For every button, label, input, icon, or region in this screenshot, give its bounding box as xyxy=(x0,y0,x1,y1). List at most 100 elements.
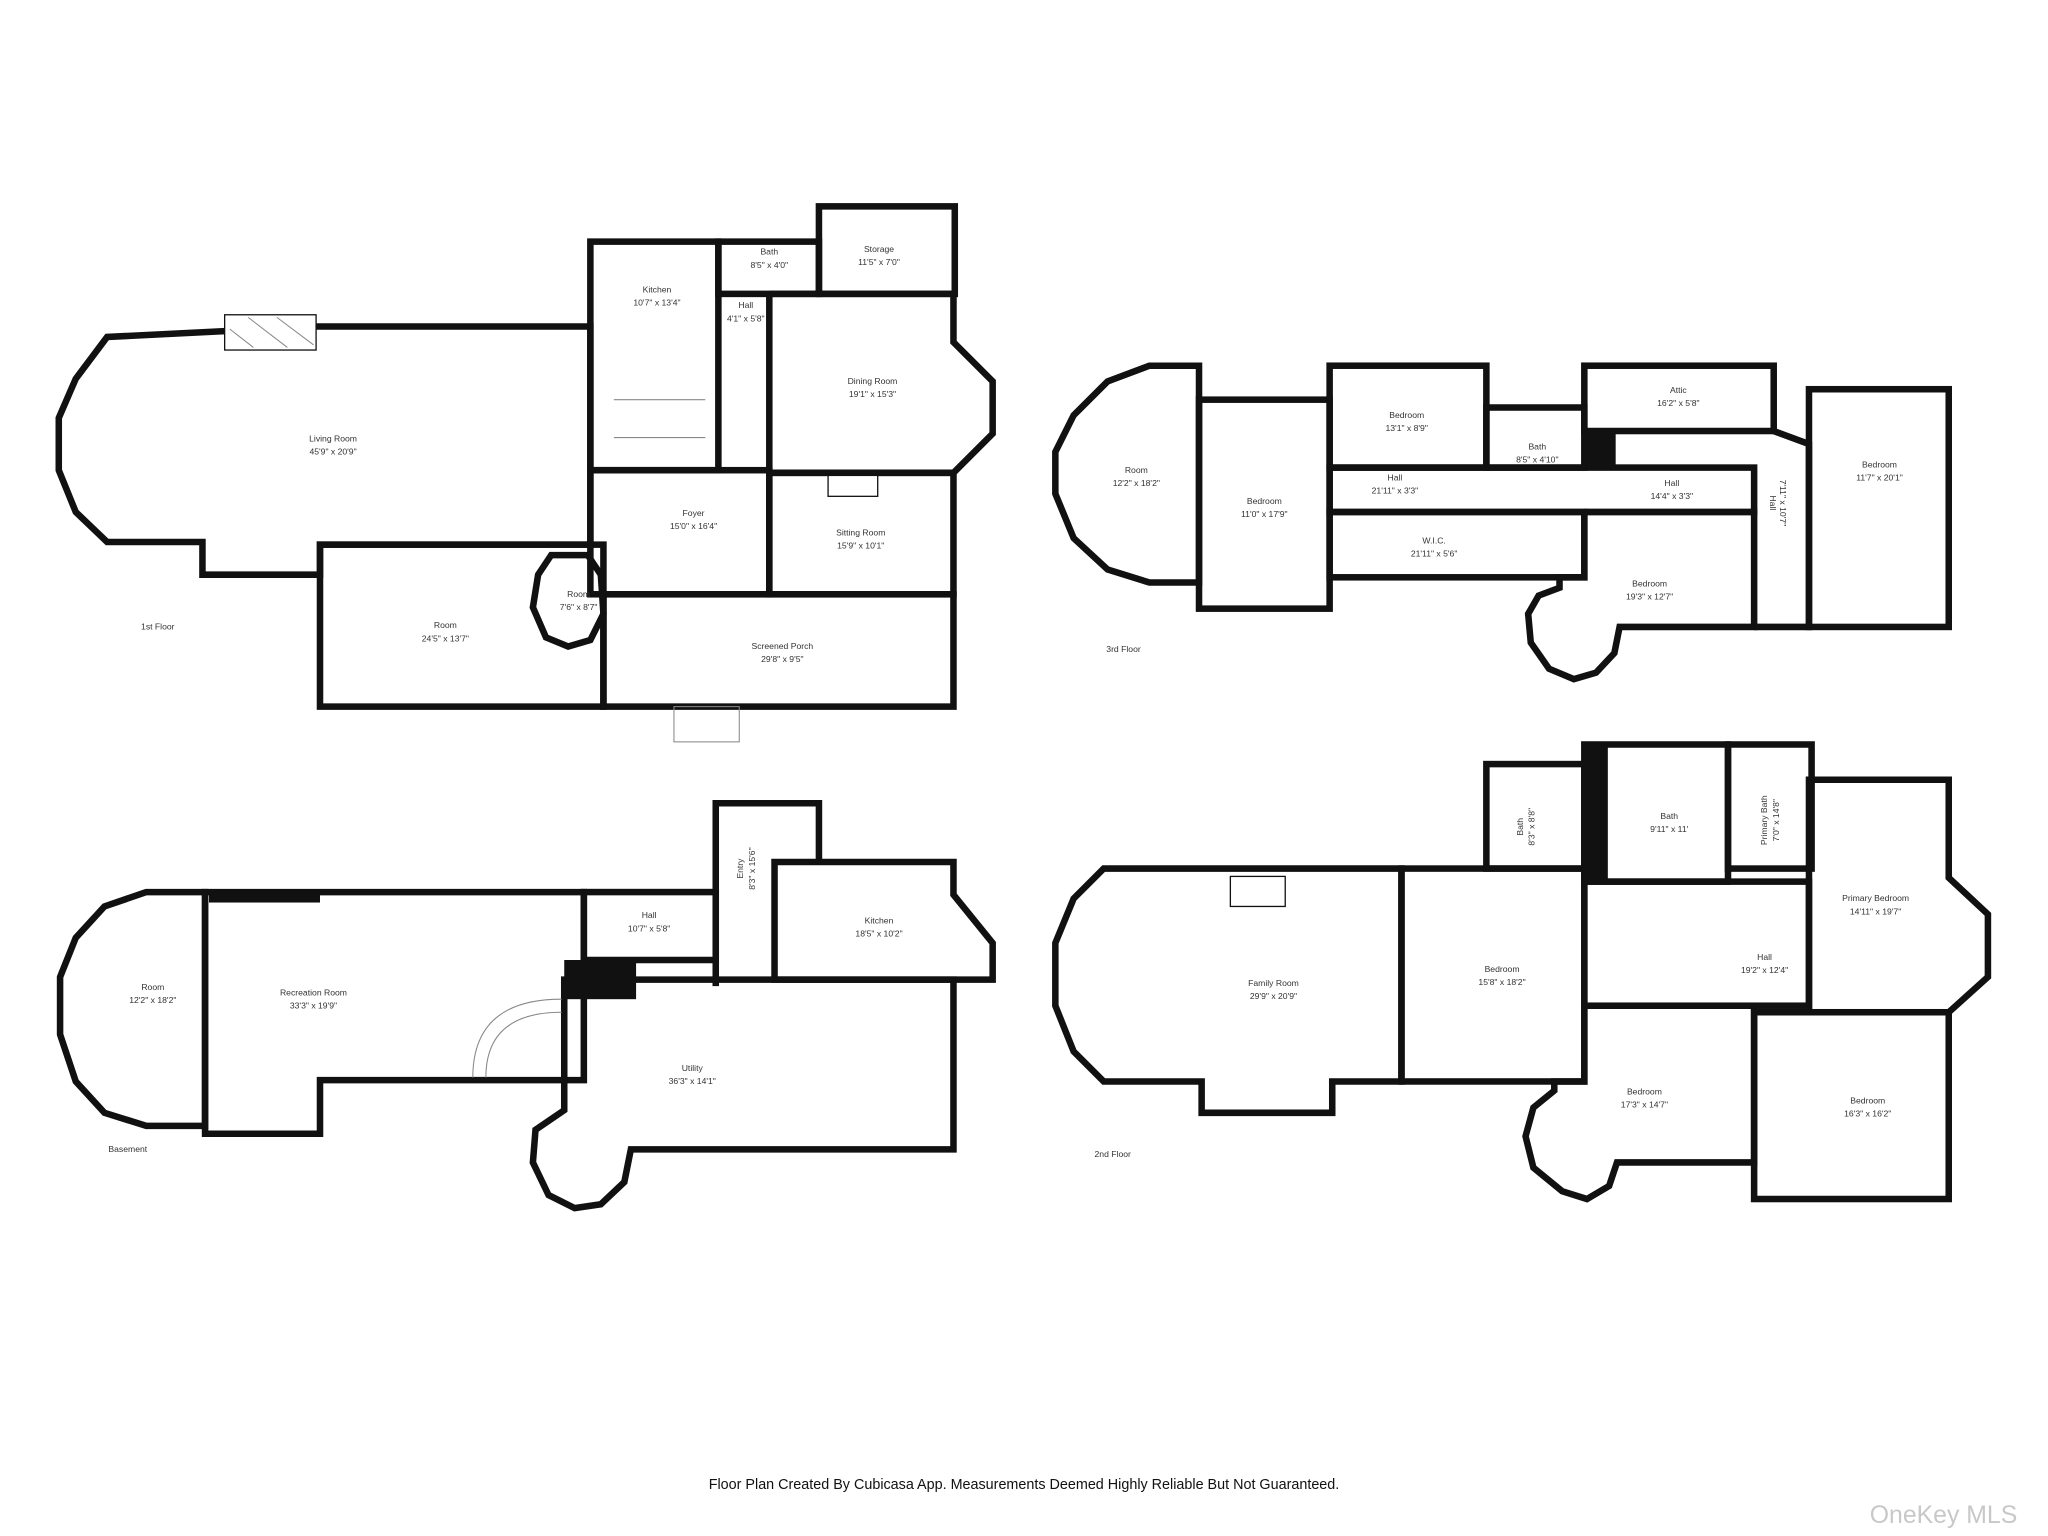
room-name: Storage xyxy=(864,244,894,254)
fireplace xyxy=(223,314,317,351)
room-dims: 21'11" x 3'3" xyxy=(1372,486,1419,496)
fireplace xyxy=(1229,875,1286,908)
room-name: Kitchen xyxy=(865,915,894,925)
room-name: Family Room xyxy=(1248,978,1299,988)
room-dims: 7'6" x 8'7" xyxy=(560,602,598,612)
room-dims: 15'8" x 18'2" xyxy=(1478,977,1525,987)
chimney xyxy=(564,960,637,1000)
room-name: Hall xyxy=(738,300,753,310)
room-dims: 7'11" x 10'7" xyxy=(1778,480,1788,527)
room-dims: 18'5" x 10'2" xyxy=(855,928,902,938)
room-dims: 19'3" x 12'7" xyxy=(1626,592,1673,602)
room-dims: 8'3" x 15'6" xyxy=(747,847,757,889)
room-dims: 14'4" x 3'3" xyxy=(1651,491,1693,501)
room-name: Bedroom xyxy=(1485,964,1520,974)
room-walls xyxy=(56,888,209,1130)
room-dims: 8'5" x 4'10" xyxy=(1516,454,1558,464)
room-name: Bath xyxy=(760,247,778,257)
floor-label: Basement xyxy=(108,1144,147,1154)
bedroom-walls xyxy=(1522,1002,1758,1203)
room-name: Bedroom xyxy=(1632,578,1667,588)
room-dims: 10'7" x 13'4" xyxy=(633,298,680,308)
room-dims: 14'11" x 19'7" xyxy=(1850,906,1901,916)
room-name: Bedroom xyxy=(1247,496,1282,506)
room-dims: 9'11" x 11' xyxy=(1650,824,1688,834)
room-name: Bedroom xyxy=(1850,1096,1885,1106)
room-name: Hall xyxy=(1388,473,1403,483)
attic-walls xyxy=(1581,362,1777,435)
chimney xyxy=(1586,433,1616,471)
room-name: Bedroom xyxy=(1389,410,1424,420)
room-name: Room xyxy=(434,620,457,630)
room-dims: 33'3" x 19'9" xyxy=(290,1000,337,1010)
room-name: Hall xyxy=(1664,478,1679,488)
room-dims: 7'0" x 14'8" xyxy=(1771,799,1781,841)
room-dims: 8'5" x 4'0" xyxy=(750,260,788,270)
room-name: Foyer xyxy=(683,508,705,518)
room-dims: 11'5" x 7'0" xyxy=(858,257,900,267)
room-name: Living Room xyxy=(309,433,357,443)
room-dims: 21'11" x 5'6" xyxy=(1411,548,1458,558)
room-dims: 8'3" x 8'8" xyxy=(1527,808,1537,846)
room-dims: 15'9" x 10'1" xyxy=(837,541,884,551)
room-name: Primary Bath xyxy=(1759,795,1769,845)
room-dims: 4'1" x 5'8" xyxy=(727,313,765,323)
footer-disclaimer: Floor Plan Created By Cubicasa App. Meas… xyxy=(709,1477,1340,1493)
third-floor-plan: 3rd Floor Room 12'2" x 18'2" Bedroom 11'… xyxy=(1052,362,1952,683)
room-name: Bedroom xyxy=(1862,460,1897,470)
room-dims: 36'3" x 14'1" xyxy=(669,1076,716,1086)
room-name: Kitchen xyxy=(643,285,672,295)
room-dims: 19'1" x 15'3" xyxy=(849,389,896,399)
floor-label: 1st Floor xyxy=(141,622,175,632)
curved-stairs xyxy=(472,998,562,1078)
first-floor-plan: 1st Floor Living Room 45'9" x 20'9" Kitc… xyxy=(55,203,996,743)
bedroom-walls xyxy=(1524,508,1758,683)
room-dims: 15'0" x 16'4" xyxy=(670,521,717,531)
room-name: Room xyxy=(1125,465,1148,475)
basement-plan: Basement Room 12'2" x 18'2" Recreation R… xyxy=(56,799,996,1212)
room-name: Hall xyxy=(1768,495,1778,510)
room-dims: 12'2" x 18'2" xyxy=(1113,478,1160,488)
room-dims: 11'0" x 17'9" xyxy=(1241,509,1288,519)
room-name: Recreation Room xyxy=(280,987,347,997)
room-name: Hall xyxy=(1757,952,1772,962)
utility-walls xyxy=(529,976,957,1212)
room-name: Room xyxy=(141,982,164,992)
floor-label: 2nd Floor xyxy=(1095,1149,1132,1159)
room-dims: 13'1" x 8'9" xyxy=(1385,423,1427,433)
watermark: OneKey MLS xyxy=(1870,1502,2017,1529)
room-name: Dining Room xyxy=(848,376,898,386)
room-name: Utility xyxy=(682,1063,704,1073)
room-dims: 12'2" x 18'2" xyxy=(129,995,176,1005)
room-dims: 16'2" x 5'8" xyxy=(1657,398,1699,408)
bedroom-walls xyxy=(1750,1008,1952,1203)
floor-label: 3rd Floor xyxy=(1106,644,1141,654)
room-name: Entry xyxy=(735,858,745,879)
room-name: Screened Porch xyxy=(751,641,813,651)
second-floor-plan: 2nd Floor Family Room 29'9" x 20'9" Bedr… xyxy=(1052,741,1992,1203)
sitting-fireplace xyxy=(827,474,879,497)
small-room-walls xyxy=(529,551,607,650)
room-dims: 29'9" x 20'9" xyxy=(1250,991,1297,1001)
room-name: Primary Bedroom xyxy=(1842,893,1909,903)
room-name: Bedroom xyxy=(1627,1087,1662,1097)
room-walls xyxy=(1052,362,1203,586)
chimney xyxy=(1584,744,1608,882)
room-dims: 45'9" x 20'9" xyxy=(309,447,356,457)
room-dims: 16'3" x 16'2" xyxy=(1844,1109,1891,1119)
porch-steps xyxy=(673,706,740,743)
room-name: W.I.C. xyxy=(1422,535,1445,545)
porch-walls xyxy=(600,591,957,710)
room-name: Room xyxy=(567,589,590,599)
room-dims: 10'7" x 5'8" xyxy=(628,923,670,933)
room-dims: 11'7" x 20'1" xyxy=(1856,473,1903,483)
room-name: Bath xyxy=(1515,818,1525,836)
room-name: Bath xyxy=(1660,811,1678,821)
room-dims: 17'3" x 14'7" xyxy=(1621,1100,1668,1110)
room-dims: 29'8" x 9'5" xyxy=(761,654,803,664)
room-dims: 19'2" x 12'4" xyxy=(1741,965,1788,975)
room-name: Bath xyxy=(1528,441,1546,451)
room-name: Attic xyxy=(1670,385,1687,395)
room-dims: 24'5" x 13'7" xyxy=(422,633,469,643)
